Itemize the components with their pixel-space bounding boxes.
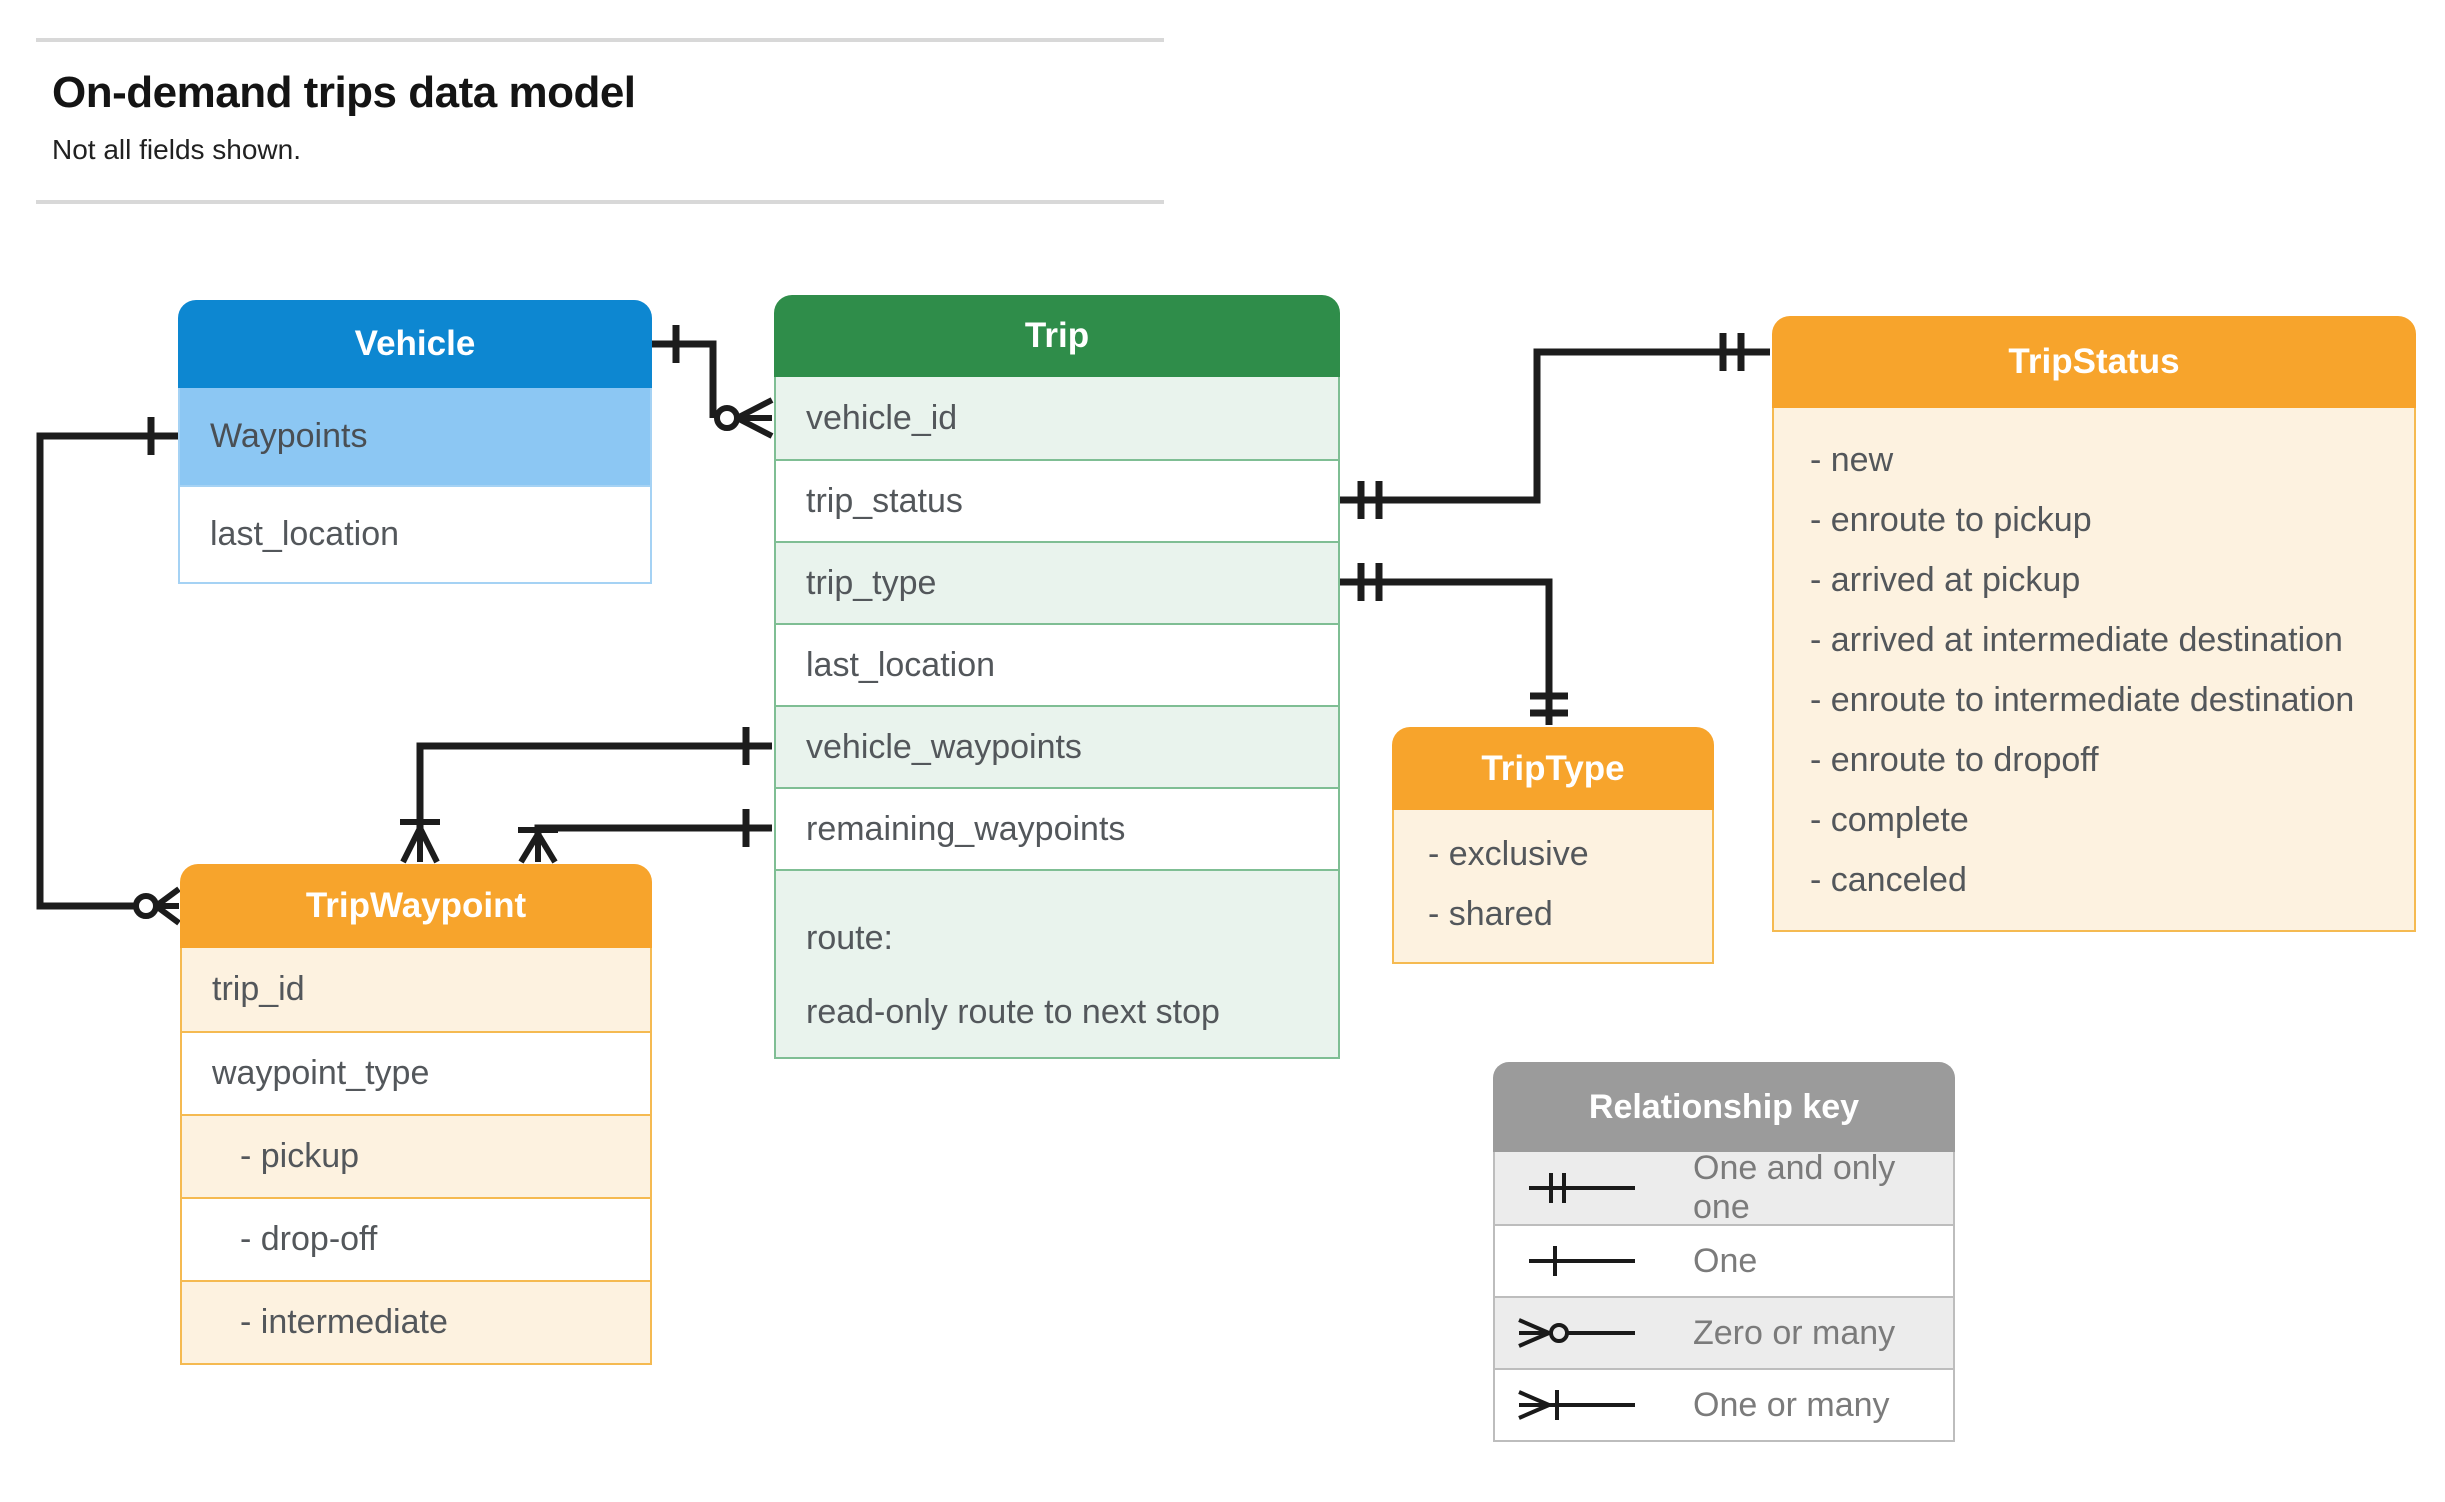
relationship-key-body: One and only one One Zero or many	[1493, 1149, 1955, 1442]
entity-tripstatus-body: - new - enroute to pickup - arrived at p…	[1772, 408, 2416, 932]
entity-tripwaypoint: TripWaypoint trip_id waypoint_type - pic…	[180, 864, 652, 1365]
legend-item-label: One	[1693, 1241, 1758, 1280]
enum-value: - new	[1810, 441, 1894, 479]
enum-value: - drop-off	[182, 1197, 650, 1280]
field-trip-status: trip_status	[776, 459, 1338, 541]
one-or-many-icon	[1518, 1390, 1635, 1420]
enum-value: - enroute to dropoff	[1810, 741, 2099, 779]
entity-tripwaypoint-body: trip_id waypoint_type - pickup - drop-of…	[180, 948, 652, 1365]
one-and-only-one-icon	[1529, 1173, 1635, 1203]
field-remaining-waypoints: remaining_waypoints	[776, 787, 1338, 869]
enum-value: - arrived at pickup	[1810, 561, 2081, 599]
legend-item: One or many	[1495, 1368, 1953, 1440]
legend-item: One	[1495, 1224, 1953, 1296]
connector-vehicle-waypoints	[400, 727, 772, 864]
entity-triptype-body: - exclusive - shared	[1392, 810, 1714, 964]
entity-triptype: TripType - exclusive - shared	[1392, 727, 1714, 964]
top-divider	[36, 38, 1164, 42]
field-vehicle-id: vehicle_id	[776, 377, 1338, 459]
field-last-location: last_location	[776, 623, 1338, 705]
entity-tripwaypoint-header: TripWaypoint	[180, 864, 652, 948]
legend-item-label: One and only one	[1693, 1149, 1896, 1226]
field-waypoints: Waypoints	[180, 388, 650, 485]
entity-trip-body: vehicle_id trip_status trip_type last_lo…	[774, 377, 1340, 1059]
page-title: On-demand trips data model	[52, 68, 636, 117]
enum-value: - exclusive	[1428, 835, 1589, 873]
enum-value: - enroute to intermediate destination	[1810, 681, 2355, 719]
zero-or-many-icon	[1518, 1318, 1635, 1348]
enum-value: - pickup	[182, 1114, 650, 1197]
connector-vehicle-to-trip	[652, 325, 774, 439]
connector-triptype	[1340, 563, 1568, 725]
enum-value: - complete	[1810, 801, 1969, 839]
field-trip-id: trip_id	[182, 948, 650, 1031]
one-icon	[1529, 1246, 1635, 1276]
field-trip-type: trip_type	[776, 541, 1338, 623]
relationship-key-header: Relationship key	[1493, 1062, 1955, 1152]
field-route: route: read-only route to next stop	[776, 869, 1338, 1057]
field-last-location: last_location	[180, 485, 650, 582]
entity-trip-header: Trip	[774, 295, 1340, 377]
legend-item-label: One or many	[1693, 1385, 1890, 1424]
enum-value: - intermediate	[182, 1280, 650, 1363]
bottom-divider	[36, 200, 1164, 204]
field-route-name: route:	[806, 919, 893, 957]
enum-value: - arrived at intermediate destination	[1810, 621, 2343, 659]
field-route-note: read-only route to next stop	[806, 993, 1220, 1031]
entity-vehicle-body: Waypoints last_location	[178, 388, 652, 584]
entity-vehicle-header: Vehicle	[178, 300, 652, 388]
field-waypoint-type: waypoint_type	[182, 1031, 650, 1114]
entity-tripstatus: TripStatus - new - enroute to pickup - a…	[1772, 316, 2416, 932]
connector-remaining-waypoints	[518, 809, 772, 864]
connector-tripstatus	[1340, 333, 1770, 519]
legend-item: One and only one	[1495, 1149, 1953, 1226]
field-vehicle-waypoints: vehicle_waypoints	[776, 705, 1338, 787]
legend-item: Zero or many	[1495, 1296, 1953, 1368]
enum-value: - canceled	[1810, 861, 1967, 899]
entity-triptype-header: TripType	[1392, 727, 1714, 810]
legend-item-label: Zero or many	[1693, 1313, 1896, 1352]
connector-vehicle-to-tripwaypoint	[36, 417, 181, 926]
enum-value: - enroute to pickup	[1810, 501, 2092, 539]
enum-value: - shared	[1428, 895, 1553, 933]
relationship-key: Relationship key One and only one One	[1493, 1062, 1955, 1442]
page-subtitle: Not all fields shown.	[52, 134, 302, 165]
entity-trip: Trip vehicle_id trip_status trip_type la…	[774, 295, 1340, 1059]
entity-tripstatus-header: TripStatus	[1772, 316, 2416, 408]
entity-vehicle: Vehicle Waypoints last_location	[178, 300, 652, 584]
